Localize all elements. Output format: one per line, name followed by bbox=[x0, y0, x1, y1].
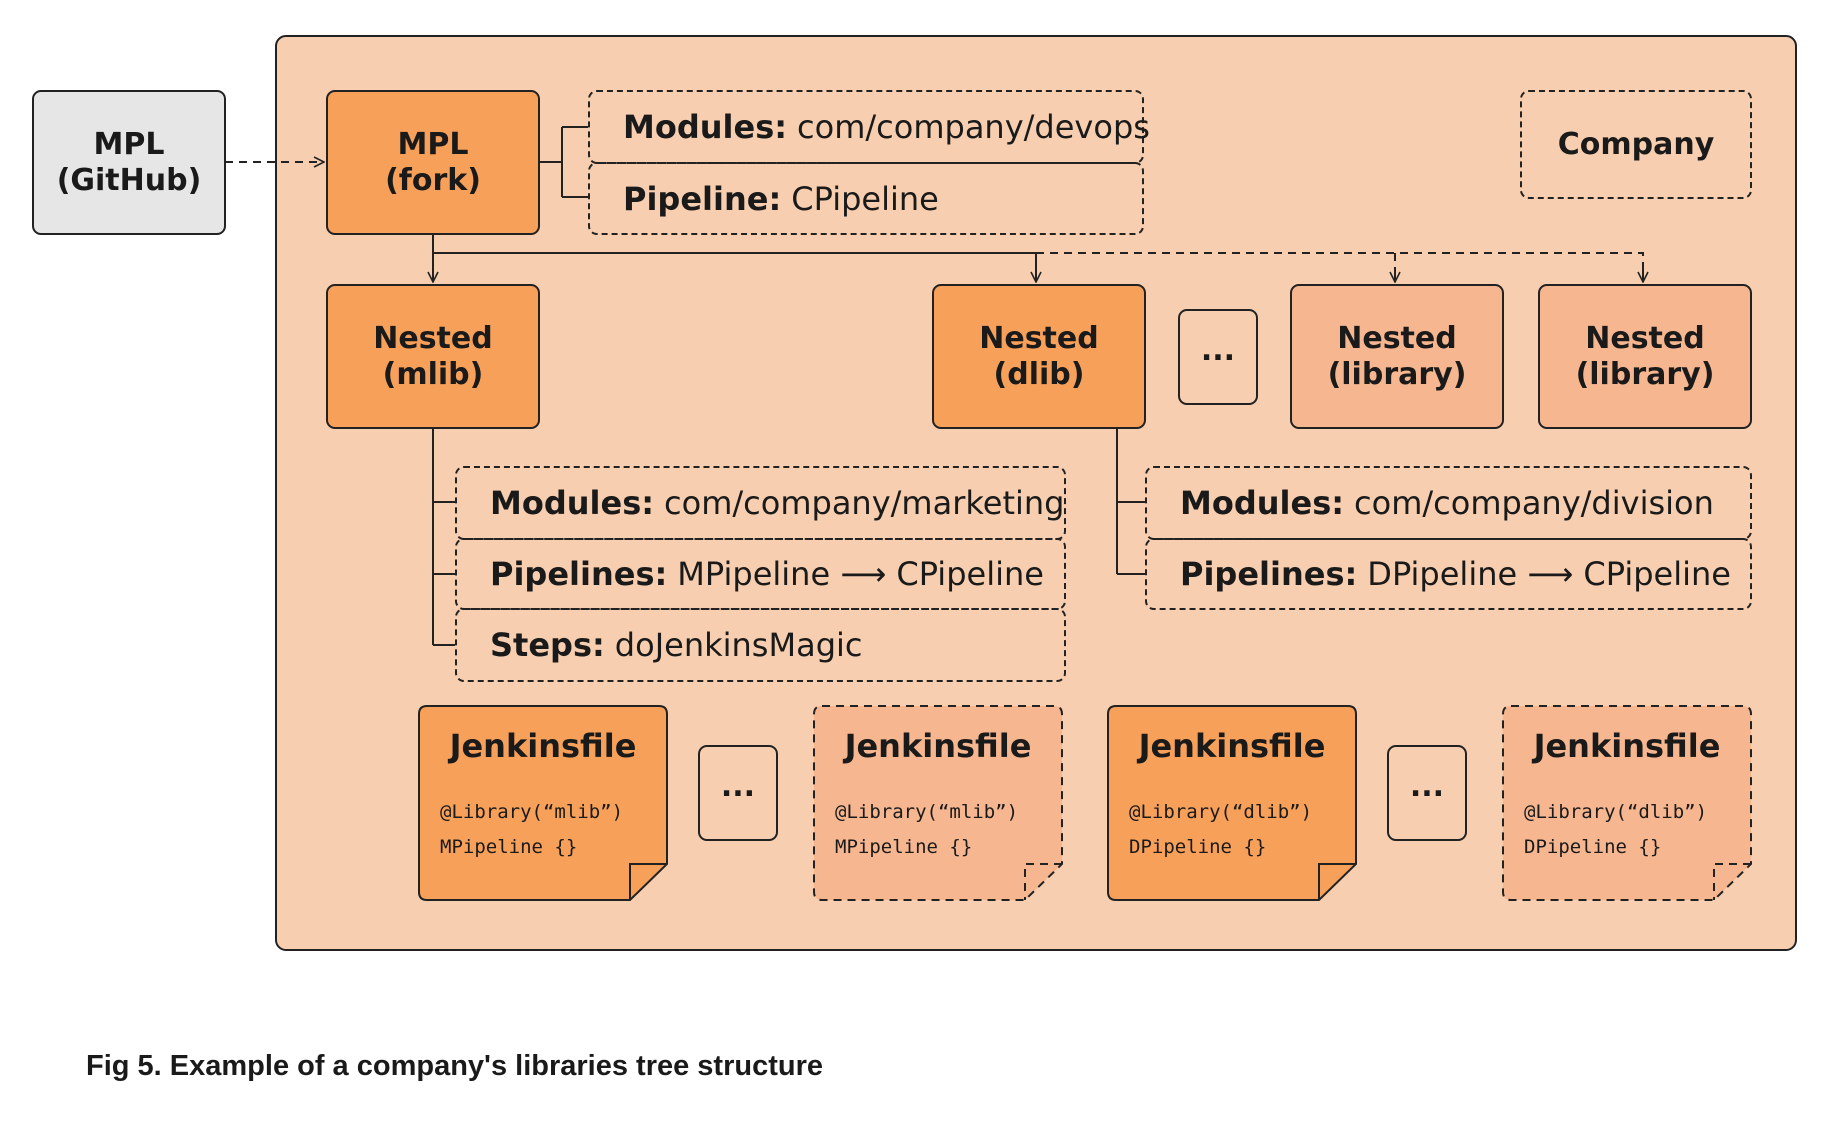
jenkinsfile-line2: MPipeline {} bbox=[835, 836, 973, 858]
dlib-props-bracket bbox=[1116, 428, 1145, 575]
jenkinsfile-line2: DPipeline {} bbox=[1129, 836, 1267, 858]
jenkinsfile-title: Jenkinsfile bbox=[844, 727, 1032, 765]
jenkinsfile-document-icon bbox=[1107, 705, 1357, 901]
jenkinsfile-title: Jenkinsfile bbox=[1533, 727, 1721, 765]
more-jenkinsfiles-ellipsis-dlib: ... bbox=[1387, 745, 1467, 841]
nested-library-2-line1: Nested bbox=[1585, 320, 1705, 356]
nested-mlib-line1: Nested bbox=[373, 320, 493, 356]
jenkinsfile-document-icon bbox=[813, 705, 1063, 901]
nested-library-1-line2: (library) bbox=[1327, 356, 1467, 392]
mlib-modules-key: Modules: bbox=[490, 484, 655, 522]
fork-modules-prop: Modules: com/company/devops bbox=[588, 90, 1150, 164]
nested-library-box-2[interactable]: Nested (library) bbox=[1538, 284, 1752, 429]
jenkinsfile-title: Jenkinsfile bbox=[449, 727, 637, 765]
fork-modules-key: Modules: bbox=[623, 108, 788, 146]
fork-pipeline-value: CPipeline bbox=[791, 179, 939, 218]
mlib-modules-prop: Modules: com/company/marketing bbox=[455, 466, 1066, 540]
jenkinsfile-dlib-2[interactable]: Jenkinsfile @Library(“dlib”) DPipeline {… bbox=[1502, 705, 1752, 901]
dlib-pipelines-value: DPipeline ⟶ CPipeline bbox=[1367, 555, 1731, 593]
dlib-pipelines-key: Pipelines: bbox=[1180, 555, 1358, 593]
mpl-fork-line1: MPL bbox=[397, 126, 469, 162]
dlib-modules-value: com/company/division bbox=[1354, 484, 1714, 522]
jenkinsfile-document-icon bbox=[1502, 705, 1752, 901]
jenkinsfile-line1: @Library(“dlib”) bbox=[1524, 801, 1708, 823]
mpl-github-box[interactable]: MPL (GitHub) bbox=[32, 90, 226, 235]
dlib-pipelines-prop: Pipelines: DPipeline ⟶ CPipeline bbox=[1145, 538, 1752, 610]
nested-library-1-line1: Nested bbox=[1337, 320, 1457, 356]
mpl-github-line2: (GitHub) bbox=[56, 162, 202, 198]
ellipsis-text: ... bbox=[1200, 332, 1236, 368]
dlib-modules-key: Modules: bbox=[1180, 484, 1345, 522]
figure-caption: Fig 5. Example of a company's libraries … bbox=[86, 1050, 823, 1082]
jenkinsfile-line2: MPipeline {} bbox=[440, 836, 578, 858]
jenkinsfile-dlib-1[interactable]: Jenkinsfile @Library(“dlib”) DPipeline {… bbox=[1107, 705, 1357, 901]
nested-dlib-line1: Nested bbox=[979, 320, 1099, 356]
company-label: Company bbox=[1557, 126, 1715, 162]
nested-library-2-line2: (library) bbox=[1575, 356, 1715, 392]
mlib-pipelines-value: MPipeline ⟶ CPipeline bbox=[677, 555, 1044, 593]
nested-dlib-line2: (dlib) bbox=[993, 356, 1085, 392]
optional-libraries-connector bbox=[1036, 252, 1644, 272]
jenkinsfile-document-icon bbox=[418, 705, 668, 901]
fork-props-bracket bbox=[539, 126, 588, 198]
more-jenkinsfiles-ellipsis-mlib: ... bbox=[698, 745, 778, 841]
jenkinsfile-code: @Library(“dlib”) DPipeline {} bbox=[1524, 795, 1707, 865]
jenkinsfile-code: @Library(“mlib”) MPipeline {} bbox=[835, 795, 1018, 865]
fork-pipeline-prop: Pipeline: CPipeline bbox=[588, 162, 1144, 235]
company-label-box: Company bbox=[1520, 90, 1752, 199]
nested-library-box-1[interactable]: Nested (library) bbox=[1290, 284, 1504, 429]
jenkinsfile-mlib-1[interactable]: Jenkinsfile @Library(“mlib”) MPipeline {… bbox=[418, 705, 668, 901]
fork-modules-value: com/company/devops bbox=[797, 108, 1150, 146]
ellipsis-text: ... bbox=[720, 768, 756, 804]
mlib-steps-value: doJenkinsMagic bbox=[614, 626, 863, 664]
jenkinsfile-line1: @Library(“mlib”) bbox=[835, 801, 1019, 823]
mlib-props-bracket bbox=[432, 428, 455, 646]
nested-mlib-box[interactable]: Nested (mlib) bbox=[326, 284, 540, 429]
jenkinsfile-code: @Library(“dlib”) DPipeline {} bbox=[1129, 795, 1312, 865]
mpl-fork-line2: (fork) bbox=[385, 162, 481, 198]
fork-pipeline-key: Pipeline: bbox=[623, 179, 782, 218]
ellipsis-text: ... bbox=[1409, 768, 1445, 804]
dlib-modules-prop: Modules: com/company/division bbox=[1145, 466, 1752, 540]
more-libraries-ellipsis: ... bbox=[1178, 309, 1258, 405]
nested-mlib-line2: (mlib) bbox=[382, 356, 484, 392]
mlib-pipelines-prop: Pipelines: MPipeline ⟶ CPipeline bbox=[455, 538, 1066, 610]
nested-dlib-box[interactable]: Nested (dlib) bbox=[932, 284, 1146, 429]
jenkinsfile-code: @Library(“mlib”) MPipeline {} bbox=[440, 795, 623, 865]
jenkinsfile-line2: DPipeline {} bbox=[1524, 836, 1662, 858]
mlib-pipelines-key: Pipelines: bbox=[490, 555, 668, 593]
mpl-fork-box[interactable]: MPL (fork) bbox=[326, 90, 540, 235]
mpl-github-line1: MPL bbox=[93, 126, 165, 162]
jenkinsfile-title: Jenkinsfile bbox=[1138, 727, 1326, 765]
jenkinsfile-line1: @Library(“mlib”) bbox=[440, 801, 624, 823]
jenkinsfile-line1: @Library(“dlib”) bbox=[1129, 801, 1313, 823]
jenkinsfile-mlib-2[interactable]: Jenkinsfile @Library(“mlib”) MPipeline {… bbox=[813, 705, 1063, 901]
mlib-modules-value: com/company/marketing bbox=[664, 484, 1065, 522]
mlib-steps-prop: Steps: doJenkinsMagic bbox=[455, 608, 1066, 682]
mlib-steps-key: Steps: bbox=[490, 626, 605, 664]
